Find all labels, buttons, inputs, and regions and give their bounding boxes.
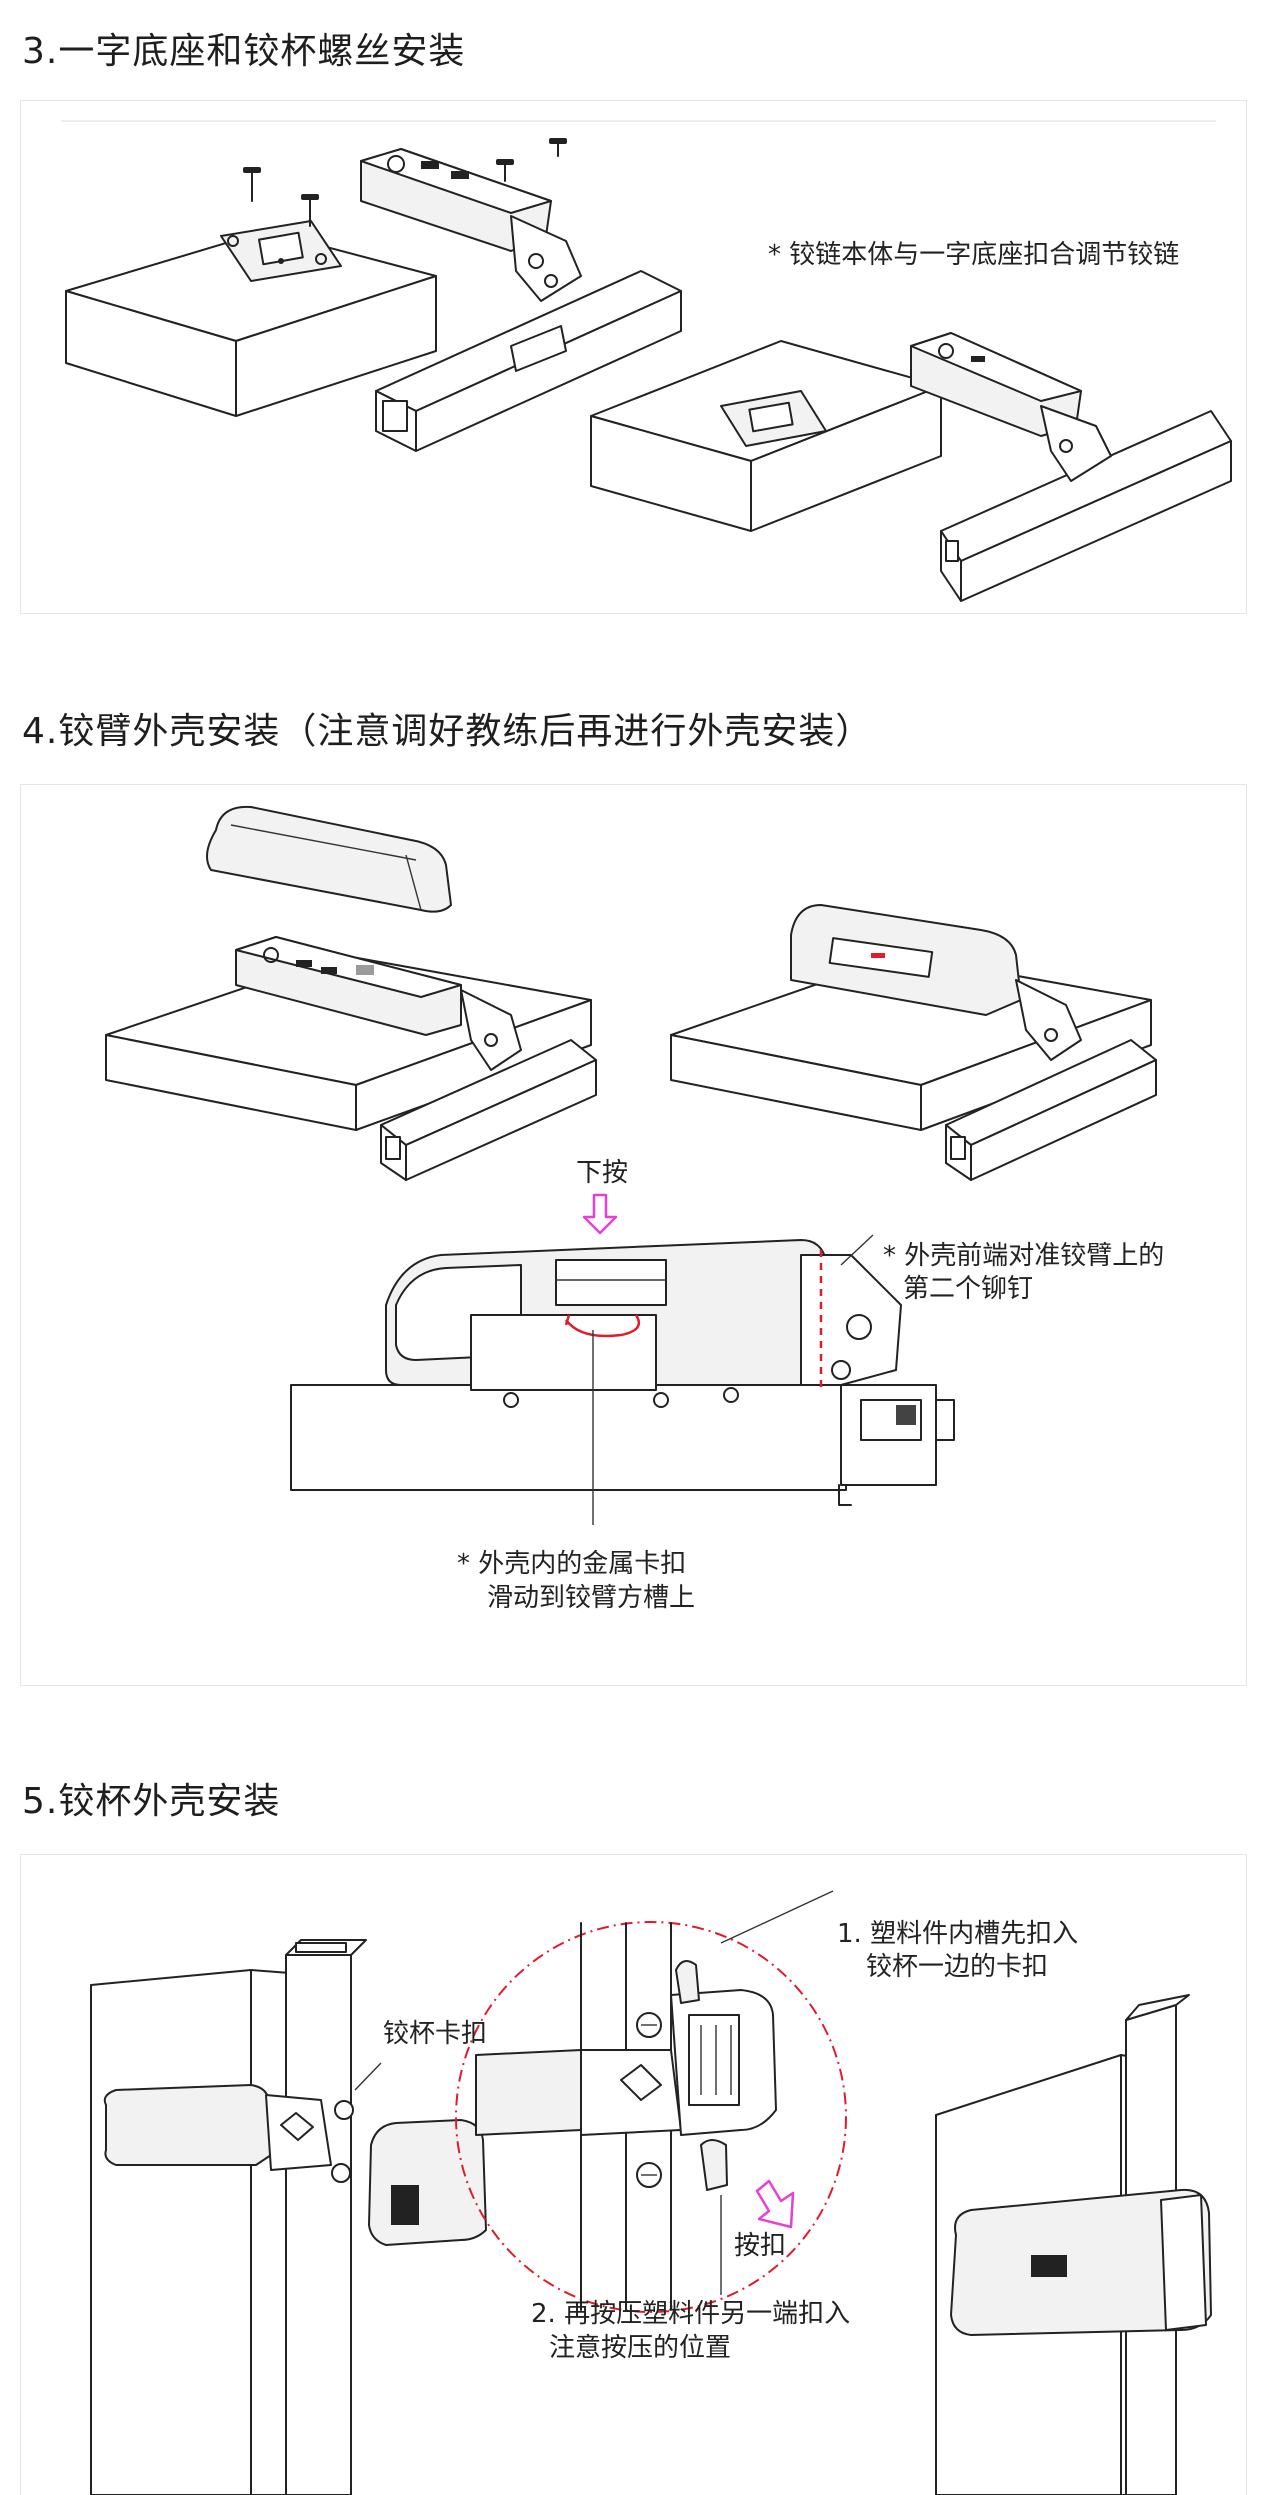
note-step1-2: 铰杯一边的卡扣 [866,1952,1049,1982]
board-s4-left [105,936,592,1131]
note-step2-1: 2. 再按压塑料件另一端扣入 [531,2299,851,2329]
section-3-panel: * 铰链本体与一字底座扣合调节铰链 [20,100,1247,614]
board-left [65,230,437,417]
section-4-panel: 下按 * 外壳前端对准铰臂上的 第二个铆钉 * 外壳内的金属卡扣 滑动到铰臂方槽… [20,784,1247,1686]
press-arrow-icon [582,1193,618,1235]
cover-lifted [206,805,452,913]
section-3-illustration [61,120,1232,602]
tube-s4-left [380,1039,597,1181]
section-5-title: 5.铰杯外壳安装 [22,1781,281,1822]
note-metal-clip-2: 滑动到铰臂方槽上 [487,1583,696,1613]
section-3-title: 3.一字底座和铰杯螺丝安装 [22,31,466,72]
door-left [90,1939,487,2495]
board-right [590,340,942,532]
note-metal-clip-1: * 外壳内的金属卡扣 [457,1549,687,1579]
section-5-panel: 铰杯卡扣 1. 塑料件内槽先扣入 铰杯一边的卡扣 按扣 2. 再按压塑料件另一端… [20,1854,1247,2495]
note-front-align-1: * 外壳前端对准铰臂上的 [883,1241,1165,1271]
note-press-down: 下按 [576,1158,629,1188]
note-press-clip: 按扣 [734,2231,787,2261]
screw-icons [243,138,567,227]
side-view-hinge [290,1234,955,1525]
board-s4-right [670,904,1152,1131]
note-step2-2: 注意按压的位置 [549,2333,732,2363]
note-front-align-2: 第二个铆钉 [903,1274,1034,1304]
section-4-illustration [105,805,1157,1525]
detail-circle [455,1890,847,2313]
note-step1-1: 1. 塑料件内槽先扣入 [837,1919,1079,1949]
tube-s4-right [945,1039,1157,1181]
press-clip-arrow-icon [755,2179,795,2229]
assembled-cup-right [935,1994,1212,2495]
note-hinge-body: * 铰链本体与一字底座扣合调节铰链 [768,240,1180,270]
hinge-arm-top [360,148,582,302]
assembled-hinge-right [910,332,1232,602]
section-4-title: 4.铰臂外壳安装（注意调好教练后再进行外壳安装） [22,711,873,752]
section-5-illustration [90,1890,1212,2495]
mounting-plate-left [220,220,342,282]
note-cup-clip: 铰杯卡扣 [383,2019,488,2049]
frame-tube-left [375,270,682,452]
